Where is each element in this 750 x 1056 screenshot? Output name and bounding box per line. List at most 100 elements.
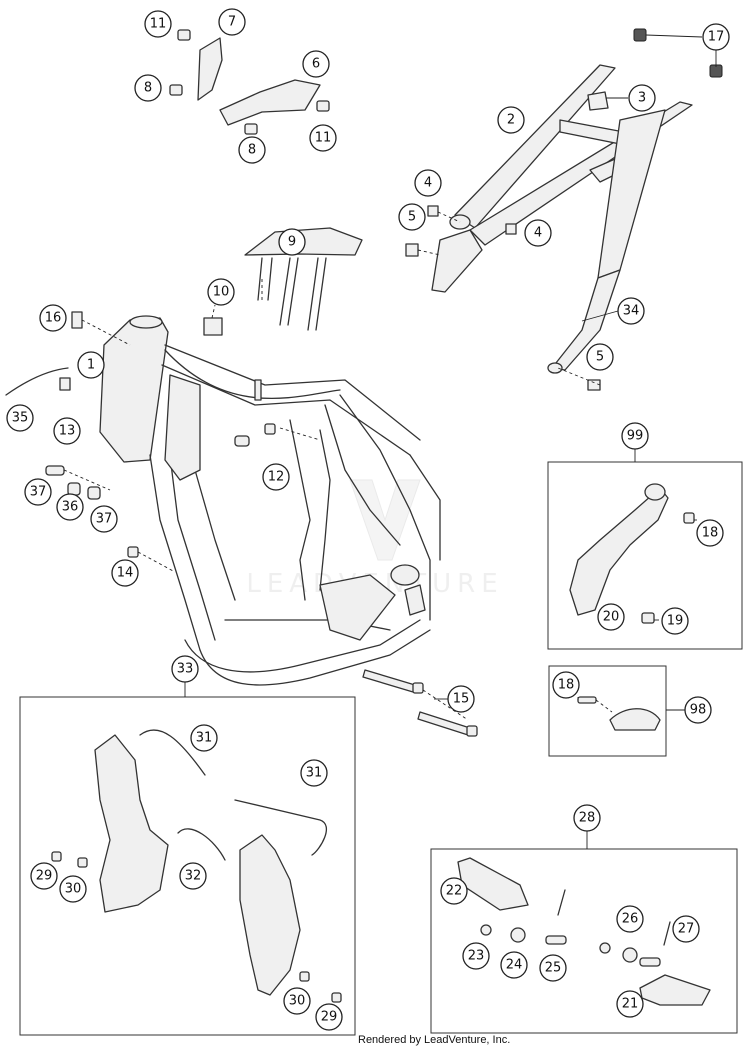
svg-text:19: 19 <box>667 614 684 629</box>
callout-22: 22 <box>440 877 468 905</box>
svg-text:25: 25 <box>545 961 562 976</box>
svg-text:17: 17 <box>708 30 725 45</box>
callout-18a: 18 <box>696 519 724 547</box>
callout-13: 13 <box>53 417 81 445</box>
svg-text:9: 9 <box>288 235 296 250</box>
bracket-3 <box>587 91 609 111</box>
callout-36: 36 <box>56 493 84 521</box>
svg-text:2: 2 <box>507 113 515 128</box>
svg-text:31: 31 <box>196 731 213 746</box>
screws-4-5 <box>405 205 601 391</box>
group-box-28 <box>430 848 738 1034</box>
svg-text:6: 6 <box>312 57 320 72</box>
group-box-33 <box>19 696 356 1036</box>
brake-pedal-99 <box>569 483 695 624</box>
svg-text:98: 98 <box>690 703 707 718</box>
bolts-36-37 <box>45 465 101 500</box>
callout-5b: 5 <box>586 343 614 371</box>
svg-text:21: 21 <box>622 997 639 1012</box>
callout-3: 3 <box>628 84 656 112</box>
svg-text:27: 27 <box>678 922 695 937</box>
footer-credit: Rendered by LeadVenture, Inc. <box>358 1034 511 1046</box>
callout-99: 99 <box>621 422 649 450</box>
svg-text:37: 37 <box>96 512 113 527</box>
callout-29a: 29 <box>30 862 58 890</box>
callout-1: 1 <box>77 351 105 379</box>
svg-text:5: 5 <box>596 350 604 365</box>
callout-34: 34 <box>617 297 645 325</box>
svg-text:33: 33 <box>177 662 194 677</box>
svg-text:15: 15 <box>453 692 470 707</box>
callout-26: 26 <box>616 905 644 933</box>
svg-text:16: 16 <box>45 311 62 326</box>
svg-text:1: 1 <box>87 358 95 373</box>
svg-text:11: 11 <box>315 131 332 146</box>
callout-23: 23 <box>462 942 490 970</box>
svg-text:8: 8 <box>248 143 256 158</box>
callout-6: 6 <box>302 50 330 78</box>
callout-11a: 11 <box>144 10 172 38</box>
svg-text:28: 28 <box>579 811 596 826</box>
callout-2: 2 <box>497 106 525 134</box>
frame-protectors-33 <box>51 729 342 1003</box>
callout-19: 19 <box>661 607 689 635</box>
group-box-99 <box>547 461 743 650</box>
callout-28: 28 <box>573 804 601 832</box>
svg-text:36: 36 <box>62 500 79 515</box>
svg-text:29: 29 <box>36 869 53 884</box>
callout-33: 33 <box>171 655 199 683</box>
svg-text:4: 4 <box>424 176 432 191</box>
svg-text:30: 30 <box>65 882 82 897</box>
callout-35: 35 <box>6 404 34 432</box>
svg-text:13: 13 <box>59 424 76 439</box>
subframe <box>431 64 693 374</box>
footrests-28 <box>457 857 711 1006</box>
callout-98: 98 <box>684 696 712 724</box>
callout-18b: 18 <box>552 671 580 699</box>
svg-text:3: 3 <box>638 91 646 106</box>
svg-text:5: 5 <box>408 210 416 225</box>
svg-text:7: 7 <box>228 15 236 30</box>
callout-15: 15 <box>447 685 475 713</box>
svg-text:26: 26 <box>622 912 639 927</box>
callout-5a: 5 <box>398 203 426 231</box>
svg-text:24: 24 <box>506 958 523 973</box>
svg-text:29: 29 <box>321 1010 338 1025</box>
svg-text:99: 99 <box>627 429 644 444</box>
callout-4b: 4 <box>524 219 552 247</box>
brackets-6-7 <box>169 29 330 135</box>
callout-11b: 11 <box>309 124 337 152</box>
grommet-17a <box>633 28 647 42</box>
svg-text:10: 10 <box>213 285 230 300</box>
nut-14 <box>127 546 139 558</box>
svg-text:37: 37 <box>30 485 47 500</box>
nut-12 <box>264 423 276 435</box>
callout-24: 24 <box>500 951 528 979</box>
callout-27: 27 <box>672 915 700 943</box>
svg-text:30: 30 <box>289 994 306 1009</box>
svg-text:31: 31 <box>306 766 323 781</box>
callout-20: 20 <box>597 603 625 631</box>
group-box-98 <box>548 665 667 757</box>
svg-text:4: 4 <box>534 226 542 241</box>
callout-37b: 37 <box>90 505 118 533</box>
callout-4a: 4 <box>414 169 442 197</box>
hose-35 <box>5 367 69 396</box>
callout-12: 12 <box>262 463 290 491</box>
callout-29b: 29 <box>315 1003 343 1031</box>
tip-98 <box>577 696 661 731</box>
svg-text:11: 11 <box>150 17 167 32</box>
callout-21: 21 <box>616 990 644 1018</box>
callout-14: 14 <box>111 559 139 587</box>
callout-16: 16 <box>39 304 67 332</box>
callout-8b: 8 <box>238 136 266 164</box>
callout-25: 25 <box>539 954 567 982</box>
callout-31a: 31 <box>190 724 218 752</box>
callout-37a: 37 <box>24 478 52 506</box>
leader-lines <box>184 34 717 849</box>
callout-8a: 8 <box>134 74 162 102</box>
svg-text:18: 18 <box>558 678 575 693</box>
main-frame <box>99 315 441 686</box>
callout-30a: 30 <box>59 875 87 903</box>
